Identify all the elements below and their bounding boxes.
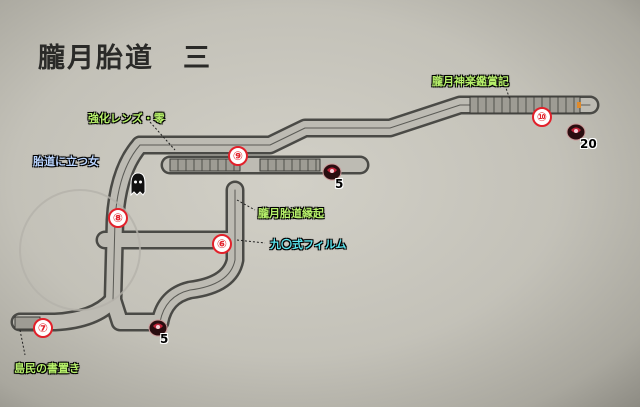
marker-8[interactable]: ⑧: [108, 208, 128, 228]
item-pouch-icon[interactable]: [147, 316, 169, 338]
label-kagura: 朧月神楽鑑賞記: [432, 75, 509, 88]
item-count: 20: [580, 137, 597, 151]
marker-9[interactable]: ⑨: [228, 146, 248, 166]
marker-7[interactable]: ⑦: [33, 318, 53, 338]
item-count: 5: [160, 332, 169, 346]
label-lens: 強化レンズ・零: [88, 112, 165, 125]
item-pouch-icon[interactable]: [565, 120, 587, 142]
label-woman: 胎道に立つ女: [33, 155, 99, 168]
item-count: 5: [335, 177, 344, 191]
label-film: 九〇式フィルム: [270, 238, 347, 251]
map-title: 朧月胎道 三: [38, 43, 212, 74]
marker-6[interactable]: ⑥: [212, 234, 232, 254]
ghost-icon: [130, 172, 146, 196]
label-origin: 朧月胎道縁起: [258, 207, 324, 220]
label-islander: 島民の書置き: [14, 362, 80, 375]
marker-10[interactable]: ⑩: [532, 107, 552, 127]
item-pouch-icon[interactable]: [321, 160, 343, 182]
